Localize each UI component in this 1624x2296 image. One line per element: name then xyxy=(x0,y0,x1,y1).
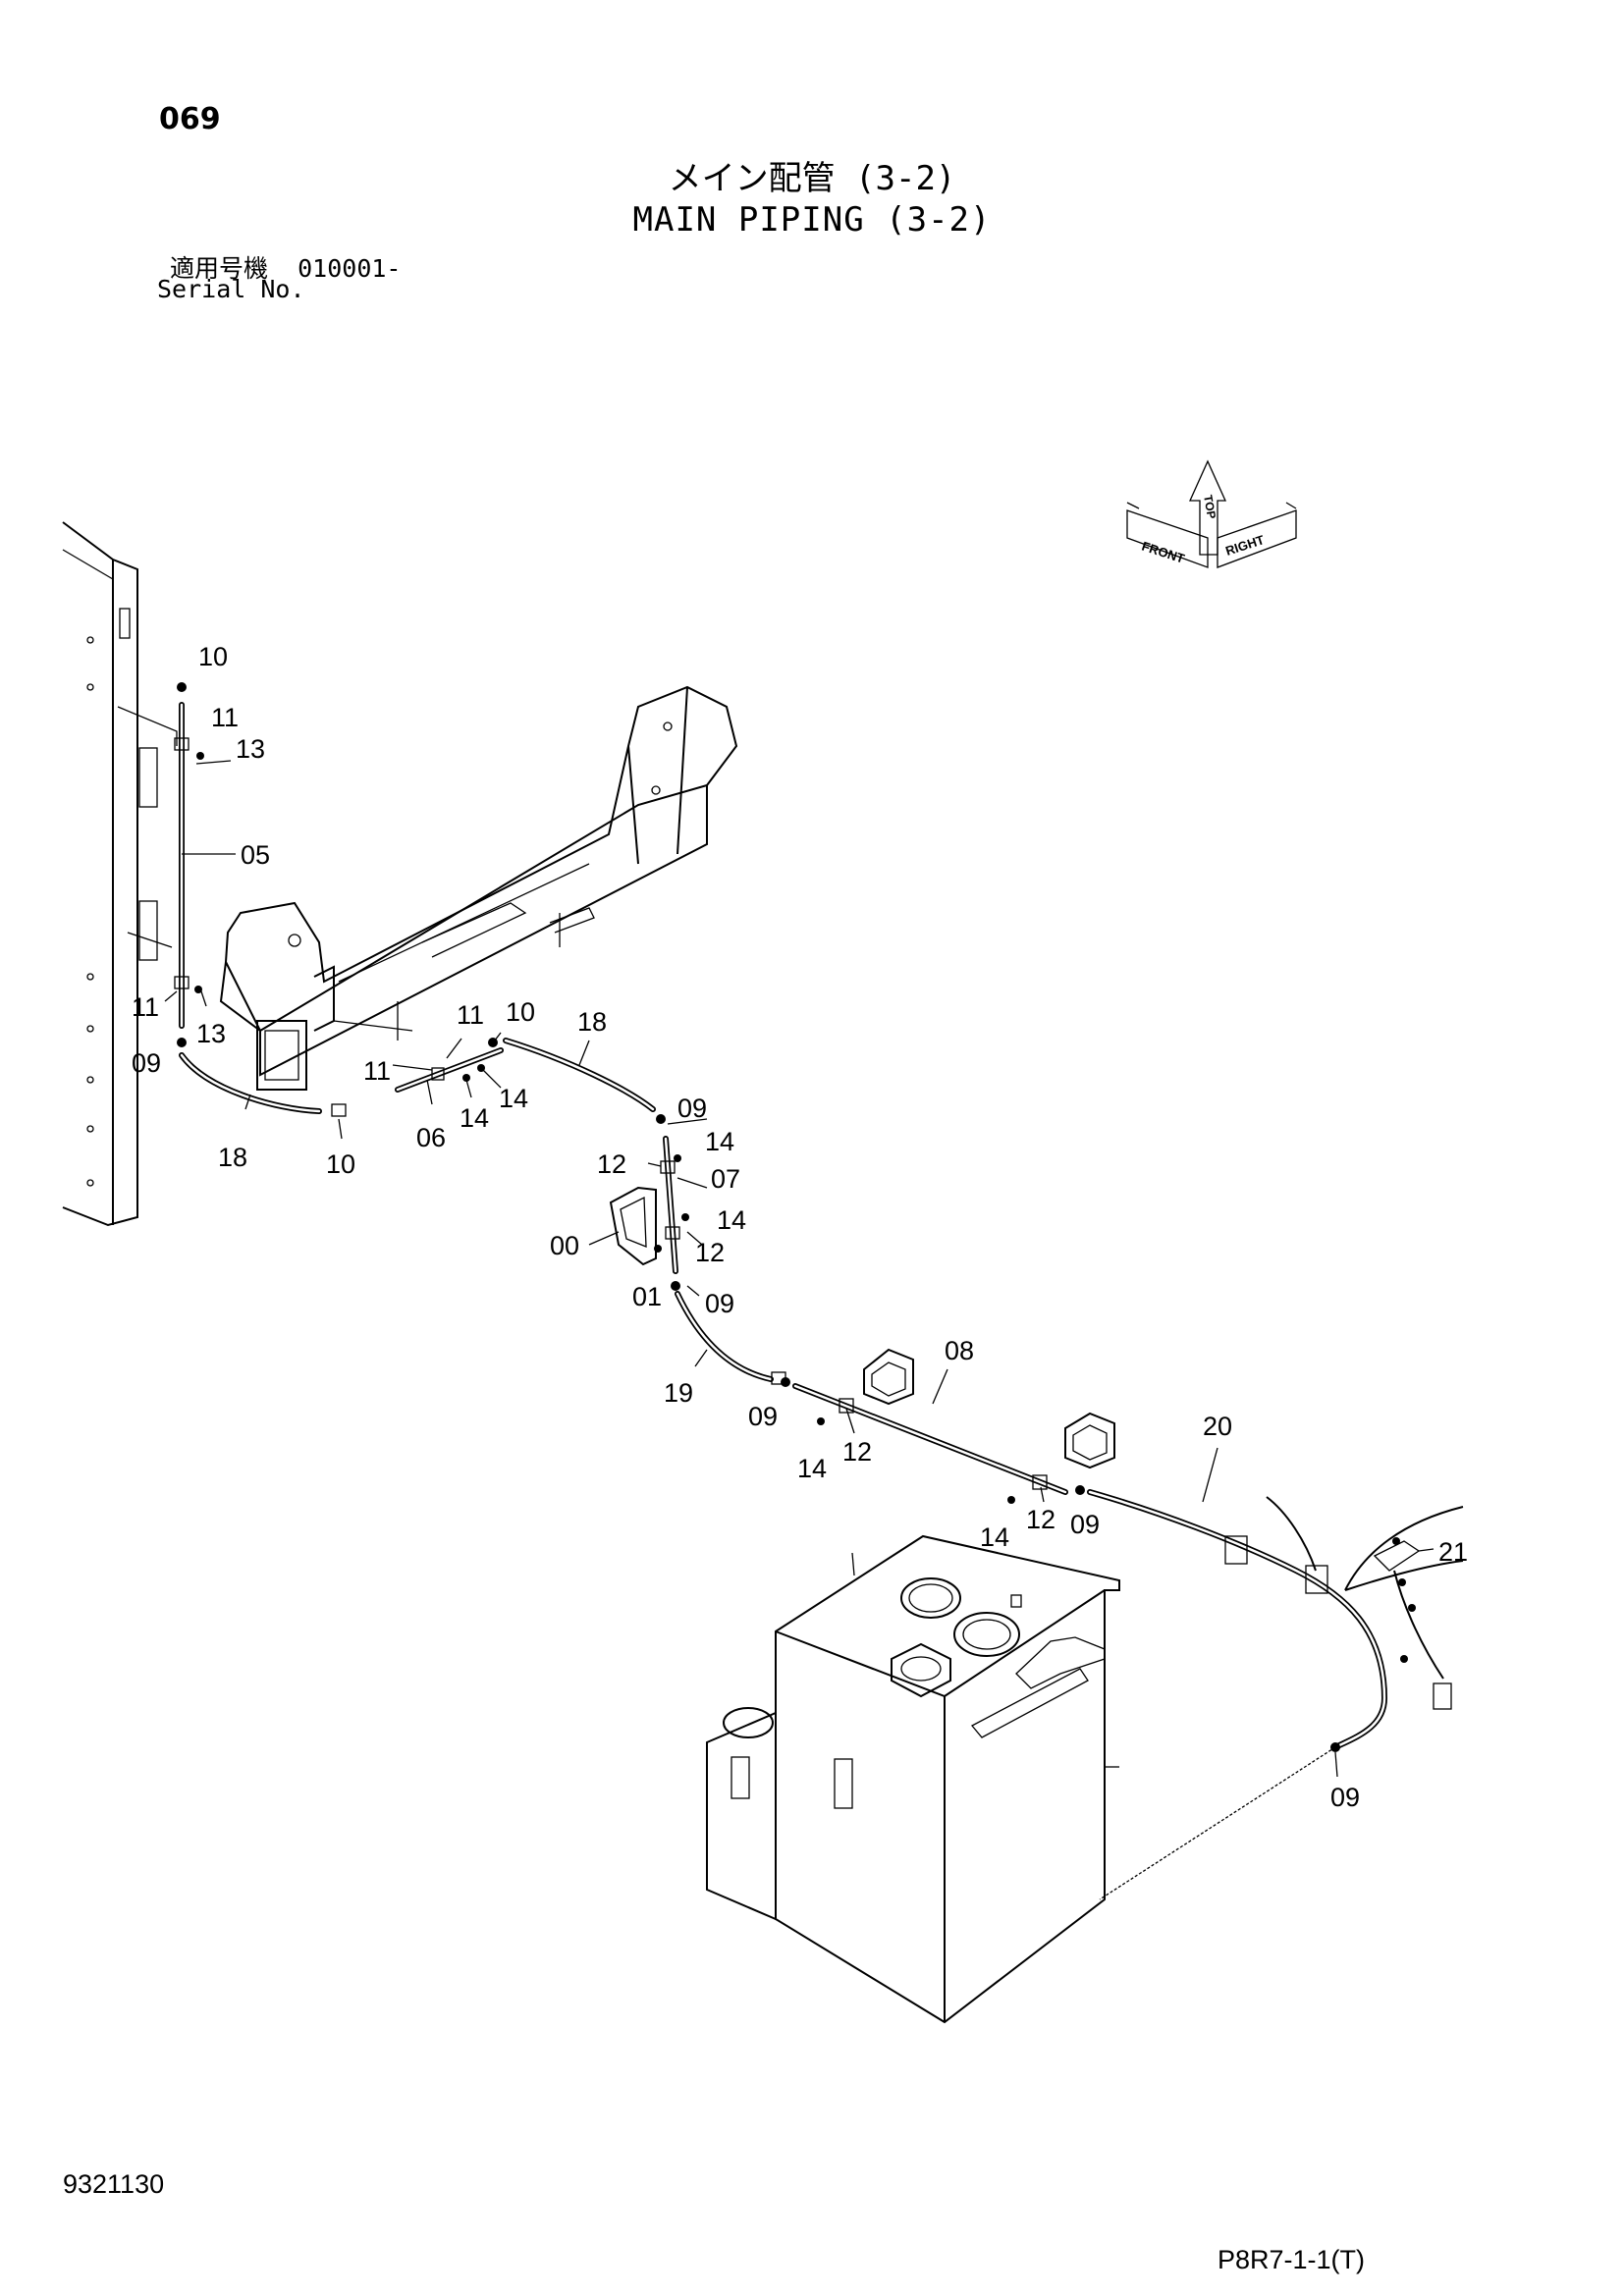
figure-code: P8R7-1-1(T) xyxy=(1218,2245,1366,2274)
page-number: 069 xyxy=(159,102,221,136)
callout-14: 14 xyxy=(797,1454,827,1483)
hose-20-assembly xyxy=(1087,1489,1464,1900)
callout-09: 09 xyxy=(748,1402,778,1431)
callout-10: 10 xyxy=(326,1149,355,1179)
callout-10: 10 xyxy=(506,997,535,1027)
callout-20: 20 xyxy=(1203,1412,1232,1441)
callout-labels: 10 11 13 05 11 13 09 18 10 11 10 11 14 1… xyxy=(132,642,1468,1812)
hydraulic-tank xyxy=(706,1534,1120,2024)
callout-10: 10 xyxy=(198,642,228,671)
callout-12: 12 xyxy=(842,1437,872,1467)
callout-09: 09 xyxy=(1330,1783,1360,1812)
pipe-07-assembly xyxy=(609,1136,689,1291)
callout-11: 11 xyxy=(457,1000,484,1030)
callout-09: 09 xyxy=(677,1094,707,1123)
leader-lines xyxy=(164,760,1435,1778)
callout-14: 14 xyxy=(717,1205,746,1235)
orientation-right-label: RIGHT xyxy=(1223,532,1266,559)
callout-14: 14 xyxy=(460,1103,489,1133)
callout-11: 11 xyxy=(132,992,159,1022)
callout-12: 12 xyxy=(597,1149,626,1179)
orientation-cube-icon: FRONT RIGHT TOP xyxy=(1126,459,1297,568)
boom-frame-structure xyxy=(219,685,738,1091)
pipe-06 xyxy=(395,1038,504,1093)
callout-14: 14 xyxy=(705,1127,734,1156)
serial-value: 010001- xyxy=(298,254,402,283)
callout-19: 19 xyxy=(664,1378,693,1408)
callout-18: 18 xyxy=(577,1007,607,1037)
callout-11: 11 xyxy=(363,1056,391,1086)
hose-19 xyxy=(675,1291,790,1387)
callout-14: 14 xyxy=(499,1084,528,1113)
callout-13: 13 xyxy=(196,1019,226,1048)
callout-08: 08 xyxy=(945,1336,974,1365)
callout-12: 12 xyxy=(1026,1505,1056,1534)
pipe-08-assembly xyxy=(792,1348,1115,1504)
callout-14: 14 xyxy=(980,1522,1009,1552)
title-japanese: メイン配管 (3-2) xyxy=(668,159,956,198)
callout-18: 18 xyxy=(218,1143,247,1172)
callout-13: 13 xyxy=(236,734,265,764)
callout-06: 06 xyxy=(416,1123,446,1152)
orientation-top-label: TOP xyxy=(1201,494,1218,520)
callout-09: 09 xyxy=(1070,1510,1100,1539)
serial-label-jp: 適用号機 xyxy=(170,254,269,283)
left-frame-panel xyxy=(62,521,178,1227)
hose-18-middle xyxy=(503,1038,666,1124)
serial-label-english: Serial No. xyxy=(157,275,305,303)
callout-05: 05 xyxy=(241,840,270,870)
orientation-front-label: FRONT xyxy=(1140,539,1186,566)
hose-18-left xyxy=(177,1038,347,1117)
callout-09: 09 xyxy=(705,1289,734,1318)
callout-21: 21 xyxy=(1438,1537,1468,1567)
callout-09: 09 xyxy=(132,1048,161,1078)
callout-12: 12 xyxy=(695,1238,725,1267)
document-number: 9321130 xyxy=(63,2169,165,2199)
callout-11: 11 xyxy=(211,703,239,732)
pipe-05 xyxy=(174,682,204,1029)
callout-00: 00 xyxy=(550,1231,579,1260)
callout-01: 01 xyxy=(632,1282,662,1311)
callout-07: 07 xyxy=(711,1164,740,1194)
title-english: MAIN PIPING (3-2) xyxy=(632,200,992,240)
serial-label-japanese: 適用号機 010001- xyxy=(170,249,401,285)
